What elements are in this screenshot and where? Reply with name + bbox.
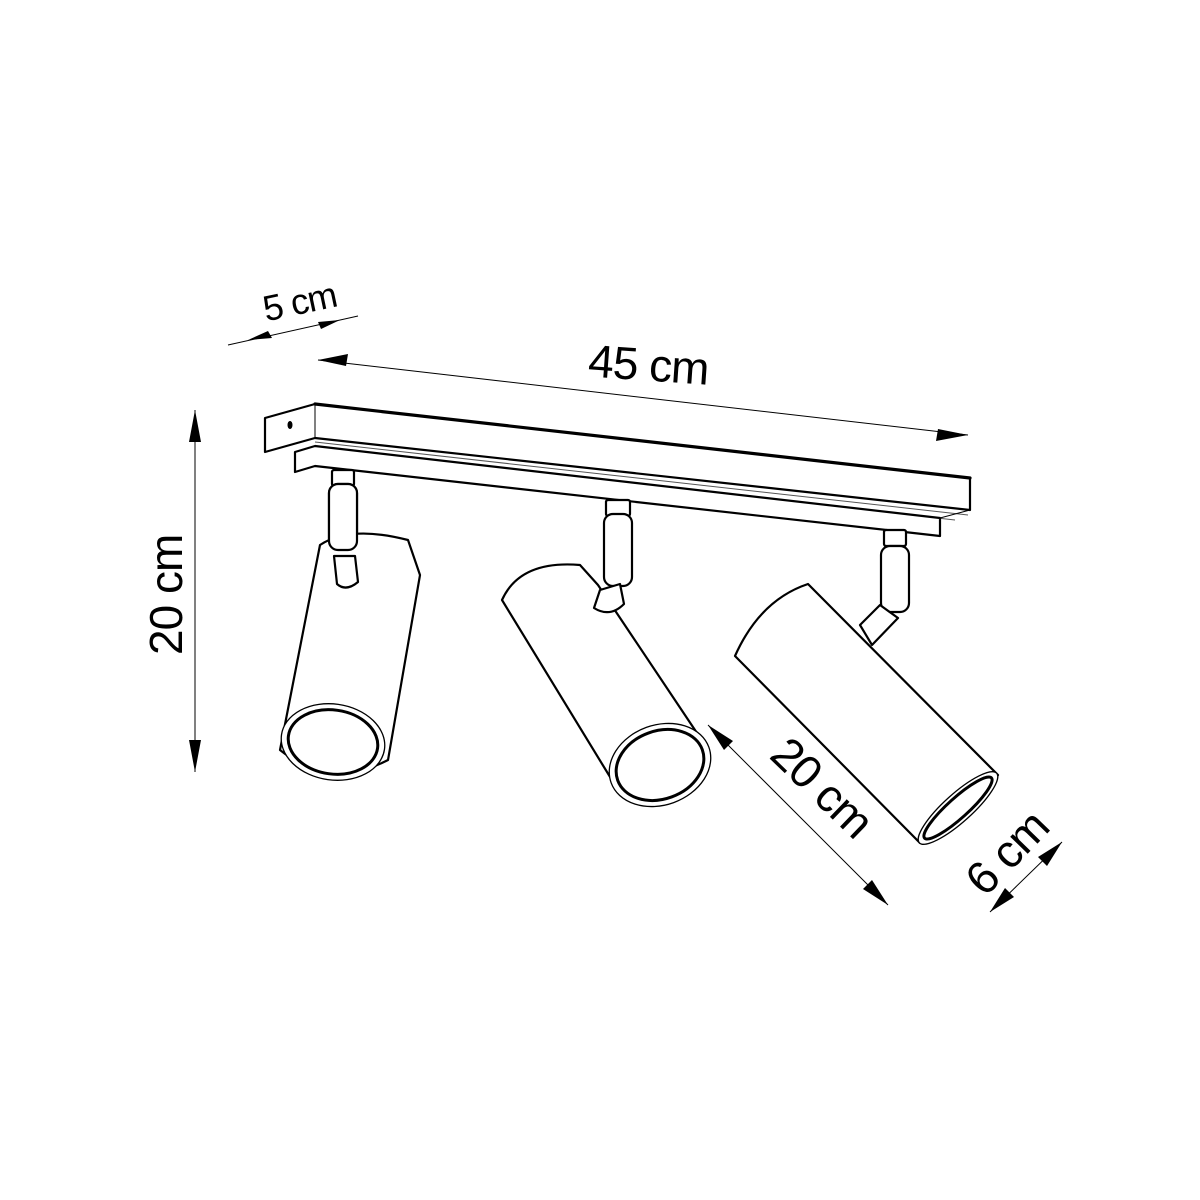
arrow-left-icon (318, 354, 348, 366)
lens-icon (286, 708, 380, 776)
spotlight-middle (500, 498, 712, 808)
arrow-icon (248, 331, 272, 340)
arrow-right-icon (936, 429, 968, 441)
ceiling-base-plate (263, 402, 972, 538)
dimension-base-length: 45 cm (317, 334, 969, 441)
arrow-icon (1038, 842, 1062, 866)
arrow-icon (708, 725, 733, 750)
spotlight-right (733, 528, 1000, 845)
dimension-total-height: 20 cm (140, 410, 201, 772)
label-total-height: 20 cm (140, 535, 192, 655)
lens-icon (614, 728, 706, 802)
arrow-icon (990, 888, 1014, 912)
lens-icon (922, 775, 994, 841)
arrow-icon (863, 880, 888, 905)
screw-hole-icon (287, 421, 293, 429)
arrow-down-icon (189, 740, 201, 772)
label-base-depth: 5 cm (259, 274, 340, 329)
spotlight-left (278, 468, 422, 781)
dimension-base-depth: 5 cm (227, 274, 359, 346)
arrow-up-icon (189, 410, 201, 442)
label-base-length: 45 cm (587, 334, 711, 394)
dimension-spot-diameter: 6 cm (955, 800, 1063, 913)
arrow-icon (318, 320, 340, 329)
